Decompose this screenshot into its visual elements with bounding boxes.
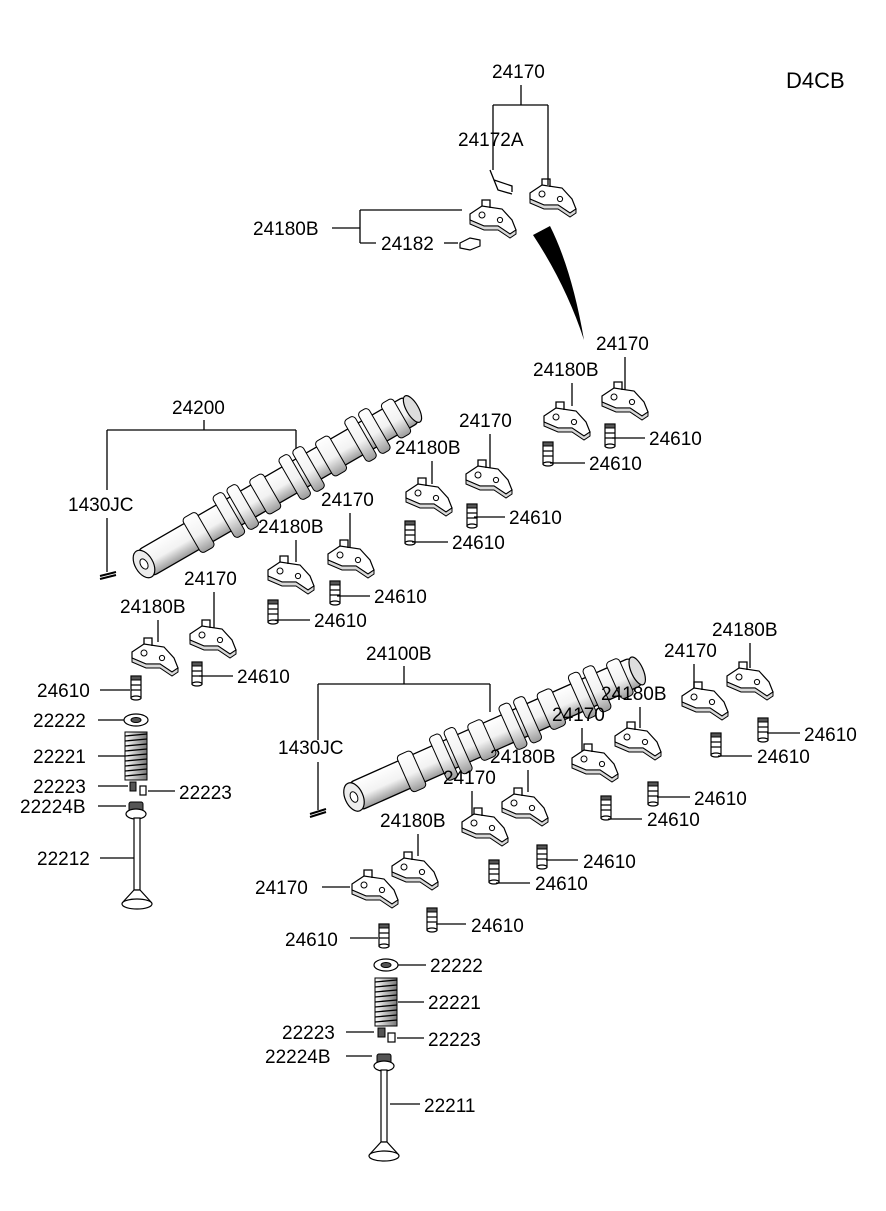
label-lifter: 24610 (694, 789, 747, 810)
rocker-set-g: 24180B 24170 24610 24610 (443, 747, 636, 895)
rocker-set-f: 24180B 24170 24610 24610 (552, 684, 747, 831)
rocker-set-b: 24170 24180B 24610 24610 (395, 411, 562, 554)
label-seal: 22224B (20, 797, 86, 818)
label-rocker-b: 24180B (258, 517, 324, 538)
label-rocker-b: 24180B (533, 360, 599, 381)
label-detail-24180b: 24180B (253, 219, 319, 240)
rocker-set-c: 24170 24180B 24610 24610 (258, 490, 427, 632)
label-24182: 24182 (381, 234, 434, 255)
label-retainer: 22222 (33, 711, 86, 732)
label-lifter: 24610 (471, 916, 524, 937)
rocker-set-e: 24180B 24170 24610 24610 (664, 620, 857, 768)
shim-24182 (459, 237, 481, 251)
detail-rocker-24180b (469, 199, 517, 239)
detail-pointer (533, 226, 584, 340)
label-rocker-b: 24180B (490, 747, 556, 768)
detail-group: 24170 24172A 24180B 24182 (253, 62, 584, 340)
exhaust-valve-stack: 22222 22221 22223 22223 22224B 22212 (20, 711, 232, 910)
label-lifter: 24610 (314, 611, 367, 632)
label-exhaust-1430jc: 1430JC (68, 495, 134, 516)
label-lifter: 24610 (285, 930, 338, 951)
label-intake-valve: 22211 (424, 1096, 475, 1117)
rocker-set-h: 24180B 24170 24610 24610 (255, 811, 524, 951)
label-rocker: 24170 (321, 490, 374, 511)
label-rocker-b: 24180B (712, 620, 778, 641)
label-exhaust-valve: 22212 (37, 849, 90, 870)
label-rocker: 24170 (184, 569, 237, 590)
label-intake-1430jc: 1430JC (278, 738, 344, 759)
label-lifter: 24610 (804, 725, 857, 746)
label-rocker: 24170 (459, 411, 512, 432)
label-rocker: 24170 (596, 334, 649, 355)
label-rocker-b: 24180B (601, 684, 667, 705)
label-keeper: 22223 (179, 783, 232, 804)
exhaust-dowel-pin (99, 571, 117, 580)
label-rocker-b: 24180B (380, 811, 446, 832)
label-detail-24170: 24170 (492, 62, 545, 83)
label-spring: 22221 (33, 747, 86, 768)
label-lifter: 24610 (583, 852, 636, 873)
label-lifter: 24610 (237, 667, 290, 688)
intake-camshaft-group: 24100B 1430JC (278, 644, 654, 824)
label-rocker: 24170 (552, 705, 605, 726)
model-code: D4CB (786, 68, 845, 93)
label-keeper: 22223 (33, 777, 86, 798)
label-lifter: 24610 (647, 810, 700, 831)
label-lifter: 24610 (452, 533, 505, 554)
label-keeper: 22223 (282, 1023, 335, 1044)
rocker-set-d: 24170 24180B 24610 24610 (37, 569, 290, 702)
label-24200: 24200 (172, 398, 225, 419)
label-lifter: 24610 (757, 747, 810, 768)
label-rocker: 24170 (255, 878, 308, 899)
label-lifter: 24610 (37, 681, 90, 702)
intake-dowel-pin (309, 808, 327, 818)
label-24172a: 24172A (458, 130, 524, 151)
rocker-set-a: 24170 24180B 24610 24610 (533, 334, 702, 475)
label-lifter: 24610 (649, 429, 702, 450)
label-seal: 22224B (265, 1047, 331, 1068)
exhaust-camshaft-group: 24200 1430JC (68, 384, 431, 590)
label-lifter: 24610 (374, 587, 427, 608)
exhaust-camshaft (123, 384, 431, 590)
label-24100b: 24100B (366, 644, 432, 665)
label-rocker-b: 24180B (395, 438, 461, 459)
label-lifter: 24610 (589, 454, 642, 475)
label-retainer: 22222 (430, 956, 483, 977)
label-lifter: 24610 (535, 874, 588, 895)
label-rocker: 24170 (443, 768, 496, 789)
detail-rocker-24170 (529, 178, 577, 218)
label-spring: 22221 (428, 993, 481, 1014)
clip-24172a (489, 169, 513, 195)
label-lifter: 24610 (509, 508, 562, 529)
label-rocker: 24170 (664, 641, 717, 662)
label-rocker-b: 24180B (120, 597, 186, 618)
intake-valve-stack: 22222 22221 22223 22223 22224B 22211 (265, 956, 483, 1162)
label-keeper: 22223 (428, 1030, 481, 1051)
